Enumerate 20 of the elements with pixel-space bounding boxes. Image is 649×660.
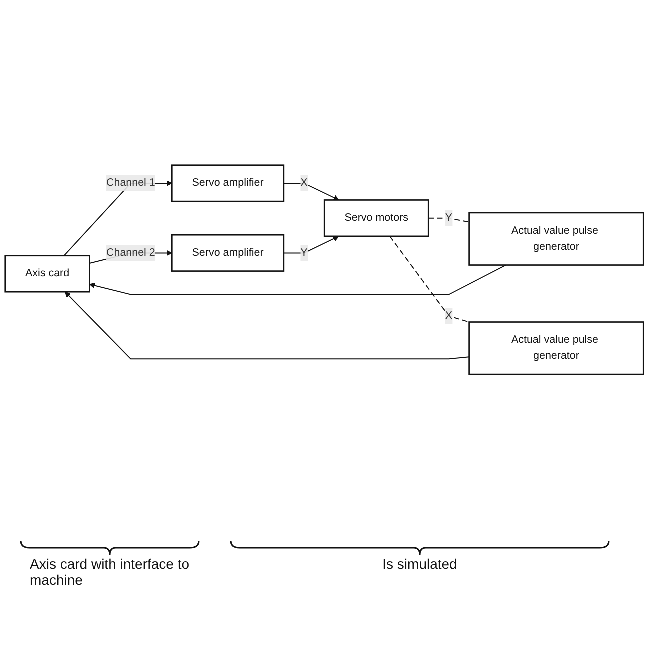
- bracket-note: Is simulated: [382, 556, 458, 572]
- bracket-note: Axis card with interface to machine: [30, 556, 190, 588]
- connector: [390, 236, 470, 323]
- edge-label: X: [445, 310, 453, 322]
- edge-label: Channel 2: [106, 247, 156, 259]
- arrow: [284, 183, 340, 201]
- node-box: Servo amplifier: [171, 234, 285, 272]
- node-box: Servo motors: [324, 200, 430, 238]
- connector: [428, 218, 470, 223]
- node-box: Axis card: [4, 255, 90, 293]
- node-box: Actual value pulse generator: [468, 322, 644, 376]
- edge-label: Channel 1: [106, 177, 156, 189]
- edge-label: X: [300, 177, 308, 189]
- node-box: Actual value pulse generator: [468, 212, 644, 266]
- arrow: [65, 292, 470, 360]
- edge-label: Y: [300, 247, 308, 259]
- arrow: [89, 264, 506, 296]
- node-box: Servo amplifier: [171, 164, 285, 202]
- arrow: [284, 236, 340, 254]
- edge-label: Y: [445, 212, 453, 224]
